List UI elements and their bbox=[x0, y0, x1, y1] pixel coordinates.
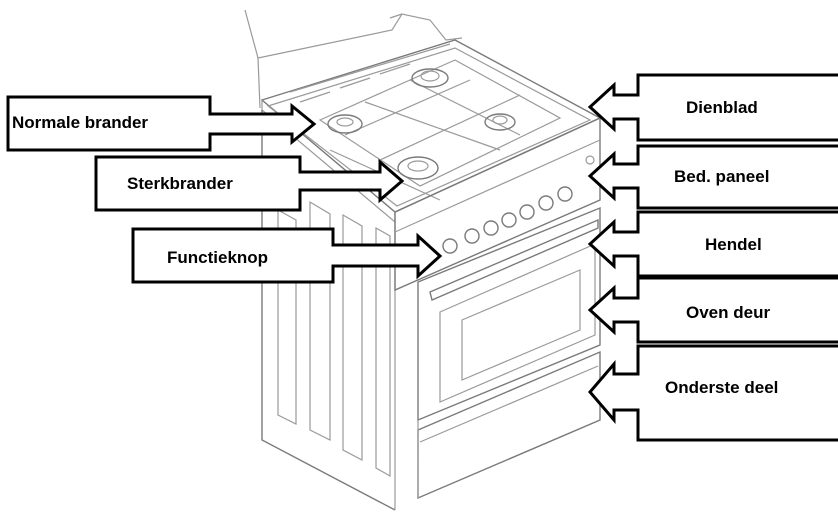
label-bed-paneel: Bed. paneel bbox=[587, 144, 838, 210]
burner-front-right bbox=[397, 156, 439, 180]
label-text-onderste-deel: Onderste deel bbox=[665, 378, 778, 397]
label-oven-deur: Oven deur bbox=[587, 276, 838, 344]
label-dienblad: Dienblad bbox=[587, 73, 838, 142]
label-text-bed-paneel: Bed. paneel bbox=[674, 167, 769, 186]
label-text-functieknop: Functieknop bbox=[167, 248, 268, 267]
burner-back-left bbox=[411, 68, 449, 88]
stove-illustration bbox=[244, 9, 602, 511]
label-onderste-deel: Onderste deel bbox=[588, 344, 838, 442]
label-text-normale-brander: Normale brander bbox=[12, 113, 148, 132]
label-text-sterkbrander: Sterkbrander bbox=[127, 174, 233, 193]
label-text-oven-deur: Oven deur bbox=[686, 303, 770, 322]
label-text-dienblad: Dienblad bbox=[686, 98, 758, 117]
label-normale-brander: Normale brander bbox=[6, 95, 317, 152]
label-text-hendel: Hendel bbox=[705, 235, 762, 254]
label-hendel: Hendel bbox=[587, 210, 838, 278]
control-knobs bbox=[442, 155, 595, 254]
label-sterkbrander: Sterkbrander bbox=[94, 155, 405, 212]
burner-back-right bbox=[484, 113, 516, 131]
burner-front-left bbox=[327, 114, 363, 134]
label-functieknop: Functieknop bbox=[131, 227, 443, 284]
